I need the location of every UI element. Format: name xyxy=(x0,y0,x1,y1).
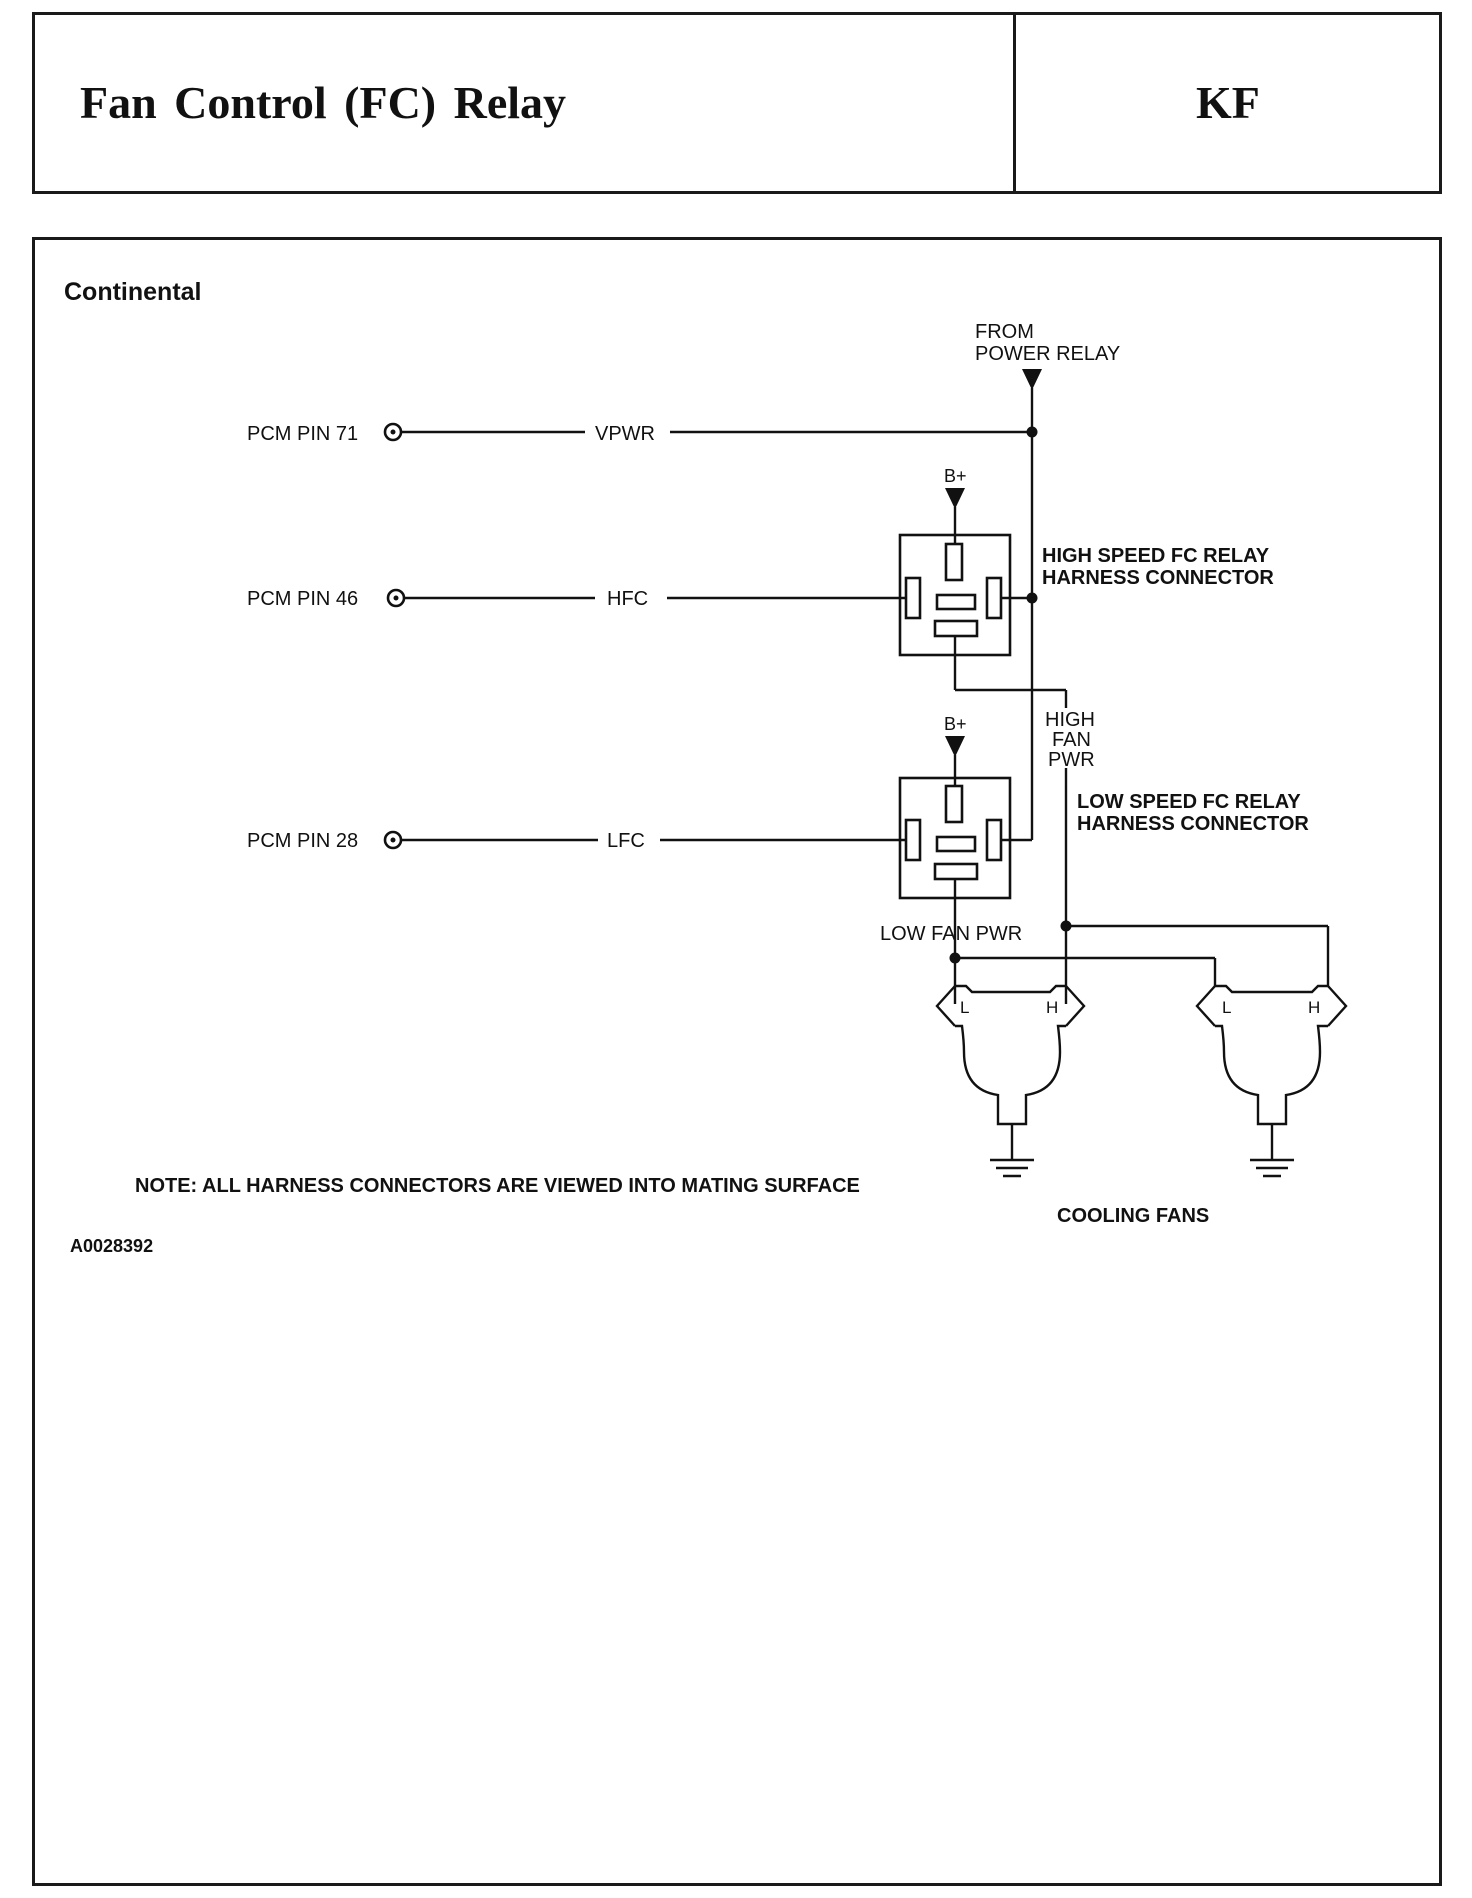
pcm-pin-28-label: PCM PIN 28 xyxy=(247,830,358,852)
high-fan-pwr-line3: PWR xyxy=(1048,749,1095,771)
high-relay-label-line2: HARNESS CONNECTOR xyxy=(1042,567,1274,589)
power-arrow-icon xyxy=(1022,369,1042,390)
component-code: KF xyxy=(1196,77,1260,128)
low-relay-label-line2: HARNESS CONNECTOR xyxy=(1077,813,1309,835)
from-power-relay-line1: FROM xyxy=(975,321,1034,343)
high-fan-pwr-line1: HIGH xyxy=(1045,709,1095,731)
pcm-pin-46-label: PCM PIN 46 xyxy=(247,588,358,610)
low-relay-label-line1: LOW SPEED FC RELAY xyxy=(1077,791,1301,813)
page-title: Fan Control (FC) Relay xyxy=(80,77,567,128)
high-relay-vpwr-splice-dot xyxy=(1026,592,1038,604)
header-frame xyxy=(32,12,1442,194)
low-relay-bplus-label: B+ xyxy=(944,714,967,734)
from-power-relay-line2: POWER RELAY xyxy=(975,343,1120,365)
fan-1-high-terminal: H xyxy=(1046,998,1058,1017)
fan-1-low-terminal: L xyxy=(960,998,969,1017)
pcm-pin-71-label: PCM PIN 71 xyxy=(247,423,358,445)
low-fan-pwr-label: LOW FAN PWR xyxy=(880,923,1022,945)
lfc-label: LFC xyxy=(607,830,645,852)
cooling-fans-label: COOLING FANS xyxy=(1057,1205,1209,1227)
cooling-fan-2-icon xyxy=(1195,984,1348,1178)
high-relay-bplus-arrow-icon xyxy=(945,488,965,509)
fan-2-low-terminal: L xyxy=(1222,998,1231,1017)
diagram-frame xyxy=(32,237,1442,1886)
high-fan-pwr-line2: FAN xyxy=(1052,729,1091,751)
header-divider xyxy=(1013,12,1016,194)
low-relay-bplus-arrow-icon xyxy=(945,736,965,757)
cooling-fan-1-icon xyxy=(935,984,1086,1178)
high-relay-label-line1: HIGH SPEED FC RELAY xyxy=(1042,545,1270,567)
vpwr-label: VPWR xyxy=(595,423,655,445)
figure-id: A0028392 xyxy=(70,1236,153,1256)
fan-2-high-terminal: H xyxy=(1308,998,1320,1017)
high-relay-bplus-label: B+ xyxy=(944,466,967,486)
model-label: Continental xyxy=(64,278,202,306)
hfc-label: HFC xyxy=(607,588,648,610)
viewing-note: NOTE: ALL HARNESS CONNECTORS ARE VIEWED … xyxy=(135,1175,860,1197)
